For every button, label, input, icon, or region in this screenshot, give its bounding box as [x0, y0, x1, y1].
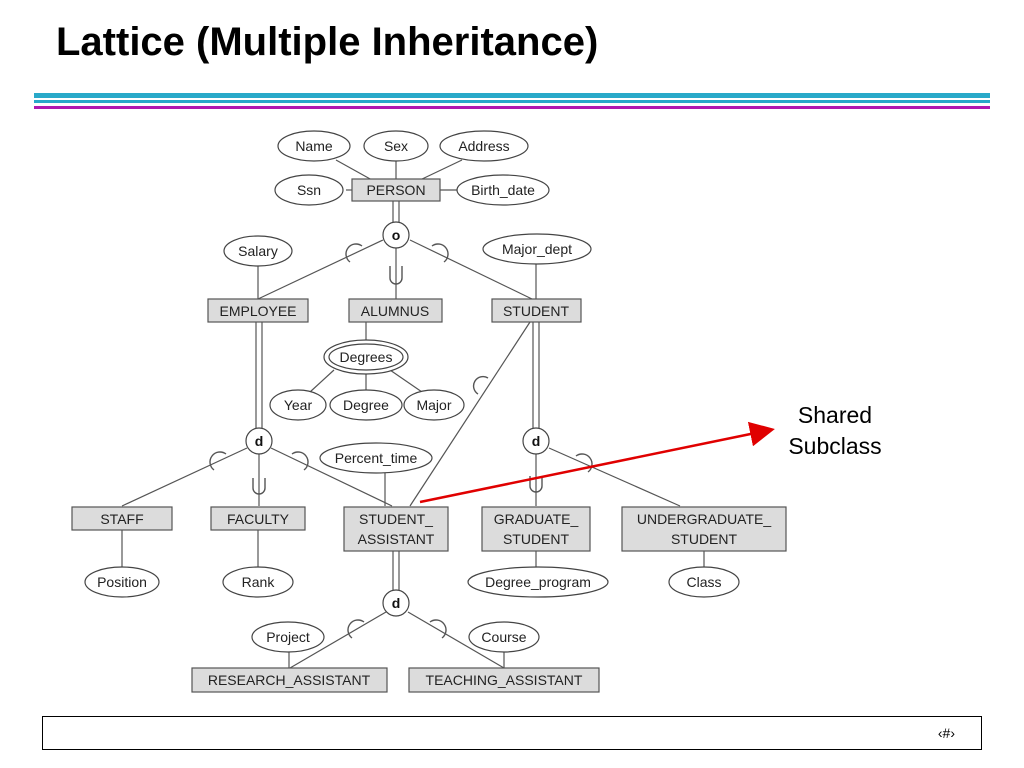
employee-specialization-circle: d [245, 427, 273, 455]
subset-icon [389, 266, 403, 285]
attr-sex: Sex [363, 130, 429, 162]
attr-class: Class [668, 566, 740, 598]
entity-alumnus: ALUMNUS [348, 298, 443, 323]
svg-text:PERSON: PERSON [366, 182, 425, 198]
svg-text:Salary: Salary [238, 243, 278, 259]
entity-staff: STAFF [71, 506, 173, 531]
entity-teaching-assistant: TEACHING_ASSISTANT [408, 667, 600, 693]
svg-text:FACULTY: FACULTY [227, 511, 290, 527]
svg-text:UNDERGRADUATE_: UNDERGRADUATE_ [637, 511, 772, 527]
person-specialization-circle: o [382, 221, 410, 249]
svg-text:STUDENT: STUDENT [503, 303, 570, 319]
attr-degree: Degree [329, 389, 403, 421]
attr-major: Major [403, 389, 465, 421]
attr-name: Name [277, 130, 351, 162]
subset-icon [252, 478, 266, 495]
svg-text:Degree: Degree [343, 397, 389, 413]
attr-position: Position [84, 566, 160, 598]
subset-icon [529, 476, 543, 493]
subset-icon [431, 243, 449, 263]
svg-text:ASSISTANT: ASSISTANT [358, 531, 435, 547]
entity-graduate-student: GRADUATE_ STUDENT [481, 506, 591, 552]
attr-ssn: Ssn [274, 174, 344, 206]
student-specialization-circle: d [522, 427, 550, 455]
shared-subclass-arrow [419, 421, 775, 504]
entity-research-assistant: RESEARCH_ASSISTANT [191, 667, 388, 693]
slide-title: Lattice (Multiple Inheritance) [56, 20, 599, 64]
subset-icon [345, 243, 363, 263]
attr-degree-program: Degree_program [467, 566, 609, 598]
subset-icon [472, 375, 489, 395]
attr-percent-time: Percent_time [319, 442, 433, 474]
attr-salary: Salary [223, 235, 293, 267]
footer-box: ‹#› [42, 716, 982, 750]
svg-text:TEACHING_ASSISTANT: TEACHING_ASSISTANT [426, 672, 583, 688]
attr-major-dept: Major_dept [482, 233, 592, 265]
subset-symbols [209, 243, 593, 639]
svg-text:Rank: Rank [242, 574, 276, 590]
attr-course: Course [468, 621, 540, 653]
svg-text:Name: Name [295, 138, 333, 154]
svg-text:d: d [392, 595, 401, 611]
subset-icon [429, 619, 447, 639]
subset-icon [209, 451, 227, 471]
attr-birth-date: Birth_date [456, 174, 550, 206]
assistant-specialization-circle: d [382, 589, 410, 617]
title-rule-cyan [34, 93, 990, 98]
svg-text:ALUMNUS: ALUMNUS [361, 303, 429, 319]
svg-text:Degree_program: Degree_program [485, 574, 591, 590]
entity-person: PERSON [351, 178, 441, 202]
connector-lines [121, 159, 705, 669]
shared-subclass-note: Shared Subclass [770, 400, 900, 462]
subset-icon [291, 451, 309, 471]
subset-icon [347, 619, 365, 639]
svg-text:Project: Project [266, 629, 310, 645]
svg-text:d: d [255, 433, 264, 449]
note-line-1: Shared [797, 402, 873, 428]
svg-text:STUDENT_: STUDENT_ [359, 511, 433, 527]
attr-project: Project [251, 621, 325, 653]
svg-text:Major: Major [416, 397, 451, 413]
entity-undergraduate-student: UNDERGRADUATE_ STUDENT [621, 506, 787, 552]
entity-student-assistant: STUDENT_ ASSISTANT [343, 506, 449, 552]
attr-address: Address [439, 130, 529, 162]
svg-text:o: o [392, 227, 401, 243]
svg-text:Position: Position [97, 574, 147, 590]
svg-text:Course: Course [481, 629, 526, 645]
svg-text:Major_dept: Major_dept [502, 241, 572, 257]
svg-text:RESEARCH_ASSISTANT: RESEARCH_ASSISTANT [208, 672, 371, 688]
svg-text:GRADUATE_: GRADUATE_ [494, 511, 579, 527]
svg-text:Degrees: Degrees [340, 349, 393, 365]
svg-text:Address: Address [458, 138, 509, 154]
attr-rank: Rank [222, 566, 294, 598]
svg-text:Year: Year [284, 397, 313, 413]
entity-employee: EMPLOYEE [207, 298, 309, 323]
svg-text:STUDENT: STUDENT [503, 531, 570, 547]
svg-text:EMPLOYEE: EMPLOYEE [219, 303, 296, 319]
title-rule-cyan-thin [34, 100, 990, 103]
svg-text:Birth_date: Birth_date [471, 182, 535, 198]
svg-text:d: d [532, 433, 541, 449]
entity-faculty: FACULTY [210, 506, 306, 531]
entity-student: STUDENT [491, 298, 582, 323]
svg-text:STAFF: STAFF [100, 511, 143, 527]
subset-icon [575, 453, 593, 473]
svg-text:Class: Class [686, 574, 721, 590]
svg-text:Percent_time: Percent_time [335, 450, 418, 466]
page-number: ‹#› [937, 725, 955, 741]
title-rule-purple [34, 106, 990, 109]
svg-text:Ssn: Ssn [297, 182, 321, 198]
attr-year: Year [269, 389, 327, 421]
svg-text:STUDENT: STUDENT [671, 531, 738, 547]
note-line-2: Subclass [788, 433, 882, 459]
attr-degrees: Degrees [323, 339, 409, 375]
svg-text:Sex: Sex [384, 138, 408, 154]
